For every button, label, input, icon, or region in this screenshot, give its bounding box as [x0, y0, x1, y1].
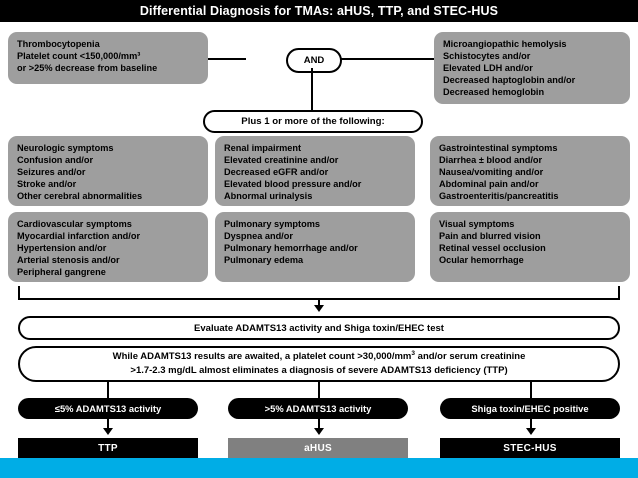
outcome-box-stec-hus: STEC-HUS [440, 438, 620, 458]
plus-one-or-more-label: Plus 1 or more of the following: [203, 110, 423, 133]
result-pill-text: Shiga toxin/EHEC positive [471, 403, 589, 414]
outcome-box-ttp: TTP [18, 438, 198, 458]
criteria-line: Decreased hemoglobin [443, 87, 545, 98]
arrow-stem-stec [530, 419, 532, 430]
outcome-label: STEC-HUS [503, 442, 557, 454]
symptom-line: Stroke and/or [17, 179, 77, 190]
connector-and-to-plus [311, 68, 313, 111]
symptom-box-gastrointestinal: Gastrointestinal symptoms Diarrhea ± blo… [430, 136, 630, 206]
symptom-line: Abnormal urinalysis [224, 191, 313, 202]
symptom-line: Confusion and/or [17, 155, 94, 166]
symptom-title: Cardiovascular symptoms [17, 219, 132, 229]
symptom-title: Gastrointestinal symptoms [439, 143, 558, 153]
symptom-line: Pulmonary edema [224, 255, 304, 266]
arrow-head-ahus [314, 428, 324, 435]
evaluate-bar: Evaluate ADAMTS13 activity and Shiga tox… [18, 316, 620, 340]
and-label: AND [303, 55, 325, 66]
page-title: Differential Diagnosis for TMAs: aHUS, T… [0, 0, 638, 22]
criteria-line: Decreased haptoglobin and/or [443, 75, 576, 86]
outcome-label: aHUS [304, 442, 332, 454]
outcome-box-ahus: aHUS [228, 438, 408, 458]
symptom-line: Peripheral gangrene [17, 267, 106, 278]
footer-accent-strip [0, 458, 638, 478]
criteria-box-microangiopathic-hemolysis: Microangiopathic hemolysis Schistocytes … [434, 32, 630, 104]
symptom-line: Dyspnea and/or [224, 231, 293, 242]
symptom-box-cardiovascular: Cardiovascular symptoms Myocardial infar… [8, 212, 208, 282]
bracket-stem [318, 298, 320, 307]
symptom-line: Other cerebral abnormalities [17, 191, 143, 202]
branch-stem-ttp [107, 382, 109, 398]
symptom-title: Pulmonary symptoms [224, 219, 320, 229]
symptom-line: Gastroenteritis/pancreatitis [439, 191, 559, 202]
symptom-line: Retinal vessel occlusion [439, 243, 546, 254]
result-pill-text: ≤5% ADAMTS13 activity [54, 403, 162, 414]
symptom-line: Arterial stenosis and/or [17, 255, 120, 266]
criteria-title: Thrombocytopenia [17, 39, 100, 49]
symptom-line: Elevated creatinine and/or [224, 155, 339, 166]
branch-stem-stec [530, 382, 532, 398]
note-bar: While ADAMTS13 results are awaited, a pl… [18, 346, 620, 382]
plus-label-text: Plus 1 or more of the following: [241, 116, 385, 127]
result-pill-text: >5% ADAMTS13 activity [264, 403, 372, 414]
symptom-line: Diarrhea ± blood and/or [439, 155, 543, 166]
symptom-title: Renal impairment [224, 143, 302, 153]
symptom-box-pulmonary: Pulmonary symptoms Dyspnea and/or Pulmon… [215, 212, 415, 282]
outcome-label: TTP [98, 442, 118, 454]
criteria-line: Schistocytes and/or [443, 51, 531, 62]
criteria-line: Platelet count <150,000/mm³ [17, 51, 141, 62]
symptom-line: Ocular hemorrhage [439, 255, 524, 266]
arrow-stem-ttp [107, 419, 109, 430]
symptom-line: Abdominal pain and/or [439, 179, 539, 190]
symptom-line: Hypertension and/or [17, 243, 107, 254]
result-pill-adamts13-low: ≤5% ADAMTS13 activity [18, 398, 198, 419]
result-pill-shiga-positive: Shiga toxin/EHEC positive [440, 398, 620, 419]
and-connector-node: AND [286, 48, 342, 73]
criteria-box-thrombocytopenia: Thrombocytopenia Platelet count <150,000… [8, 32, 208, 84]
symptom-title: Visual symptoms [439, 219, 515, 229]
symptom-line: Nausea/vomiting and/or [439, 167, 544, 178]
arrow-head-stec [526, 428, 536, 435]
connector-and-to-right [338, 58, 434, 60]
note-line-1: While ADAMTS13 results are awaited, a pl… [112, 349, 526, 362]
symptom-box-visual: Visual symptoms Pain and blurred vision … [430, 212, 630, 282]
connector-left-to-and [208, 58, 246, 60]
result-pill-adamts13-high: >5% ADAMTS13 activity [228, 398, 408, 419]
arrow-head-ttp [103, 428, 113, 435]
symptom-box-neurologic: Neurologic symptoms Confusion and/or Sei… [8, 136, 208, 206]
arrow-to-evaluate [314, 305, 324, 312]
arrow-stem-ahus [318, 419, 320, 430]
bracket-left-arm [18, 286, 20, 300]
criteria-title: Microangiopathic hemolysis [443, 39, 567, 49]
symptom-line: Myocardial infarction and/or [17, 231, 141, 242]
symptom-box-renal: Renal impairment Elevated creatinine and… [215, 136, 415, 206]
branch-stem-ahus [318, 382, 320, 398]
symptom-line: Pulmonary hemorrhage and/or [224, 243, 358, 254]
evaluate-bar-text: Evaluate ADAMTS13 activity and Shiga tox… [194, 322, 444, 334]
bracket-right-arm [618, 286, 620, 300]
criteria-line: or >25% decrease from baseline [17, 63, 158, 74]
note-line-2: >1.7-2.3 mg/dL almost eliminates a diagn… [130, 365, 508, 376]
criteria-line: Elevated LDH and/or [443, 63, 533, 74]
symptom-title: Neurologic symptoms [17, 143, 114, 153]
symptom-line: Seizures and/or [17, 167, 86, 178]
symptom-line: Elevated blood pressure and/or [224, 179, 362, 190]
symptom-line: Decreased eGFR and/or [224, 167, 329, 178]
symptom-line: Pain and blurred vision [439, 231, 541, 242]
